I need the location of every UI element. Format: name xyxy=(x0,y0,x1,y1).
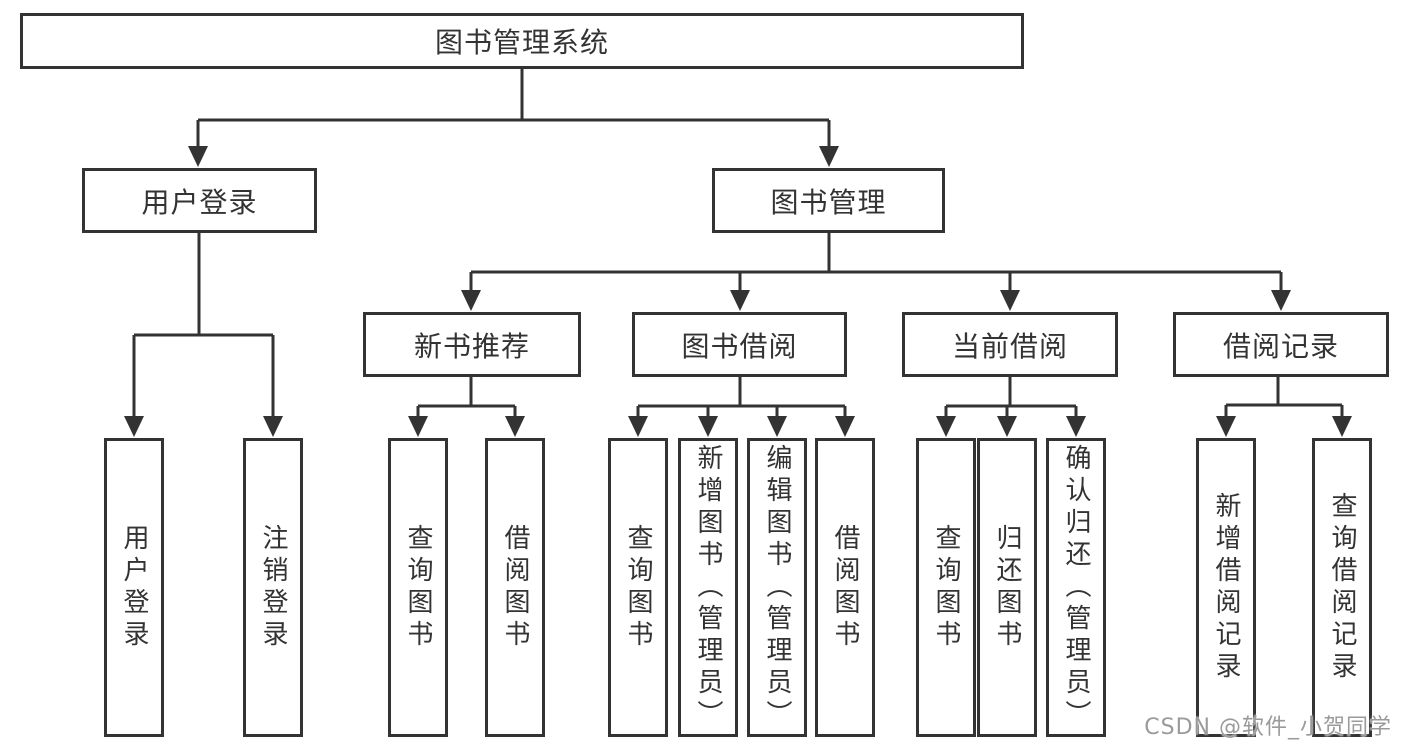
leaf-borrow-books: 借阅图书 xyxy=(815,438,875,737)
leaf-add-borrow-record: 新增借阅记录 xyxy=(1196,438,1256,737)
leaf-confirm-return-admin: 确认归还（管理员） xyxy=(1046,438,1106,737)
node-current-borrowing: 当前借阅 xyxy=(902,312,1118,377)
leaf-add-books-admin: 新增图书（管理员） xyxy=(678,438,738,737)
leaf-label: 查询借阅记录 xyxy=(1327,491,1357,684)
leaf-label: 查询图书 xyxy=(403,523,433,652)
node-label: 当前借阅 xyxy=(951,329,1068,363)
leaf-label: 新增借阅记录 xyxy=(1211,491,1241,684)
leaf-query-books-recommend: 查询图书 xyxy=(388,438,448,737)
node-label: 图书管理系统 xyxy=(434,26,609,59)
node-label: 图书管理 xyxy=(770,185,887,219)
leaf-label: 查询图书 xyxy=(623,523,653,652)
node-label: 新书推荐 xyxy=(413,329,530,363)
leaf-label: 借阅图书 xyxy=(500,523,530,652)
node-borrowing-records: 借阅记录 xyxy=(1173,312,1389,377)
leaf-label: 归还图书 xyxy=(992,523,1022,652)
leaf-label: 查询图书 xyxy=(931,523,961,652)
node-library-management-system: 图书管理系统 xyxy=(20,13,1024,69)
leaf-query-borrow-record: 查询借阅记录 xyxy=(1312,438,1372,737)
leaf-borrow-books-recommend: 借阅图书 xyxy=(485,438,545,737)
leaf-return-books: 归还图书 xyxy=(977,438,1037,737)
leaf-label: 编辑图书（管理员） xyxy=(762,443,792,732)
node-label: 用户登录 xyxy=(141,185,258,219)
leaf-label: 新增图书（管理员） xyxy=(693,443,723,732)
node-new-book-recommendation: 新书推荐 xyxy=(363,312,581,377)
leaf-edit-books-admin: 编辑图书（管理员） xyxy=(747,438,807,737)
watermark-text: CSDN @软件_小贺同学 xyxy=(1144,715,1392,740)
leaf-label: 注销登录 xyxy=(258,523,288,652)
node-book-management: 图书管理 xyxy=(712,168,945,233)
node-user-login: 用户登录 xyxy=(82,168,317,233)
leaf-user-login: 用户登录 xyxy=(104,438,164,737)
node-label: 图书借阅 xyxy=(681,329,798,363)
leaf-label: 用户登录 xyxy=(119,523,149,652)
leaf-logout: 注销登录 xyxy=(243,438,303,737)
leaf-label: 确认归还（管理员） xyxy=(1061,443,1091,732)
node-book-borrowing: 图书借阅 xyxy=(632,312,847,377)
leaf-label: 借阅图书 xyxy=(830,523,860,652)
leaf-query-books-current: 查询图书 xyxy=(916,438,976,737)
leaf-query-books-borrowing: 查询图书 xyxy=(608,438,668,737)
node-label: 借阅记录 xyxy=(1222,329,1339,363)
